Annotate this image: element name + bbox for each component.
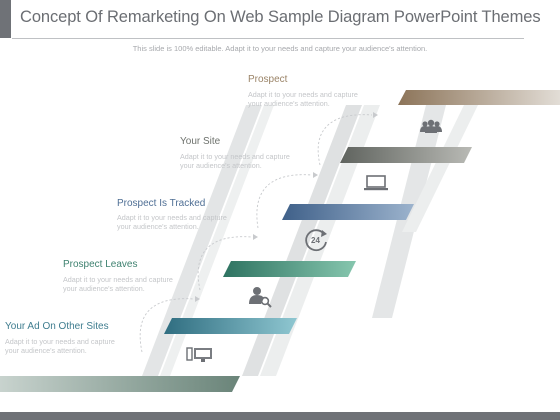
step-title-prospect-is-tracked: Prospect Is Tracked <box>117 198 206 209</box>
bottom-bar <box>0 412 560 420</box>
step-desc-line: Adapt it to your needs and capture <box>63 275 173 284</box>
page-subtitle: This slide is 100% editable. Adapt it to… <box>132 44 428 53</box>
step-desc-line: Adapt it to your needs and capture <box>5 337 115 346</box>
step-desc-line: your audience's attention. <box>5 346 87 355</box>
people-icon <box>420 119 442 133</box>
step-bar-your-ad <box>164 318 297 334</box>
step-title-your-site: Your Site <box>180 136 221 147</box>
step-bar-prospect-is-tracked <box>282 204 414 220</box>
step-desc-line: your audience's attention. <box>117 222 199 231</box>
clock-24-icon: 24 <box>305 229 327 252</box>
step-desc-prospect-is-tracked: Adapt it to your needs and capture your … <box>117 213 247 231</box>
title-accent-bar <box>0 0 11 38</box>
step-desc-your-ad: Adapt it to your needs and capture your … <box>5 337 135 355</box>
step-desc-line: your audience's attention. <box>63 284 145 293</box>
step-title-prospect: Prospect <box>248 74 288 85</box>
user-search-icon <box>249 287 272 308</box>
svg-text:24: 24 <box>311 236 320 245</box>
rail-right <box>242 105 380 376</box>
step-bar-base <box>0 376 240 392</box>
connector-arrowheads <box>195 112 378 302</box>
step-desc-line: Adapt it to your needs and capture <box>117 213 227 222</box>
step-bar-prospect <box>398 90 560 105</box>
step-desc-line: your audience's attention. <box>180 161 262 170</box>
step-desc-prospect-leaves: Adapt it to your needs and capture your … <box>63 275 193 293</box>
step-desc-your-site: Adapt it to your needs and capture your … <box>180 152 310 170</box>
dashed-connectors <box>139 114 373 353</box>
rail-left <box>142 105 274 376</box>
step-desc-line: your audience's attention. <box>248 99 330 108</box>
step-title-prospect-leaves: Prospect Leaves <box>63 259 138 270</box>
devices-icon <box>186 347 212 362</box>
step-desc-line: Adapt it to your needs and capture <box>180 152 290 161</box>
page-title: Concept Of Remarketing On Web Sample Dia… <box>20 8 541 26</box>
step-desc-prospect: Adapt it to your needs and capture your … <box>248 90 378 108</box>
laptop-icon <box>364 175 388 191</box>
step-desc-line: Adapt it to your needs and capture <box>248 90 358 99</box>
step-title-your-ad: Your Ad On Other Sites <box>5 321 109 332</box>
title-underline <box>12 38 524 39</box>
step-bar-prospect-leaves <box>223 261 356 277</box>
step-bar-your-site <box>340 147 472 163</box>
